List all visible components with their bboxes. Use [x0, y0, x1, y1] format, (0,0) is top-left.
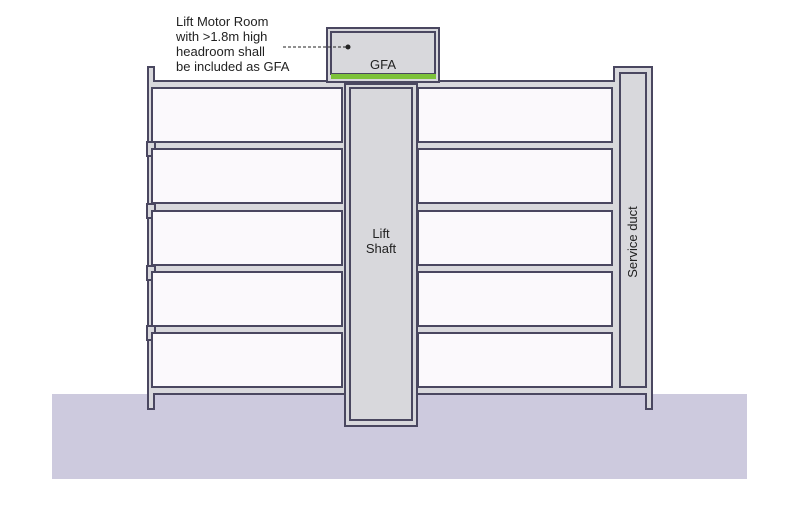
room-right-2	[417, 148, 613, 204]
annotation-line-3: headroom shall	[176, 44, 265, 59]
lift-motor-room-inner	[330, 31, 436, 75]
lift-shaft-inner	[349, 87, 413, 421]
room-right-4	[417, 271, 613, 327]
room-left-1	[151, 87, 343, 143]
room-right-1	[417, 87, 613, 143]
room-right-5	[417, 332, 613, 388]
annotation-line-2: with >1.8m high	[175, 29, 267, 44]
gfa-floor-highlight	[331, 74, 436, 79]
lift-shaft-label-1: Lift	[372, 226, 390, 241]
annotation-line-1: Lift Motor Room	[176, 14, 268, 29]
room-right-3	[417, 210, 613, 266]
room-left-2	[151, 148, 343, 204]
annotation-dot	[345, 44, 351, 50]
lift-shaft-label-2: Shaft	[366, 241, 397, 256]
room-left-3	[151, 210, 343, 266]
annotation-line-4: be included as GFA	[176, 59, 290, 74]
room-left-5	[151, 332, 343, 388]
service-duct	[619, 72, 647, 388]
service-duct-label: Service duct	[625, 206, 640, 278]
room-left-4	[151, 271, 343, 327]
gfa-label: GFA	[370, 57, 396, 72]
